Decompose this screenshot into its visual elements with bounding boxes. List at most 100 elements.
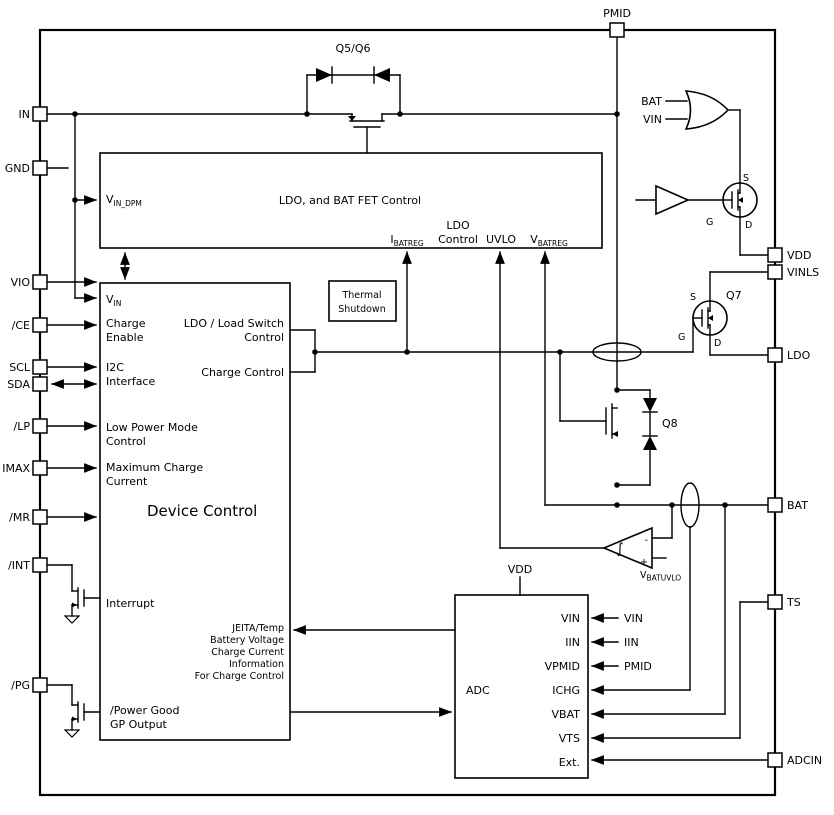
dc-interrupt-label: Interrupt: [106, 597, 155, 610]
q7-s-label: S: [690, 292, 696, 303]
adc-ext-iin: IIN: [624, 636, 639, 649]
labels: IN GND VIO /CE SCL SDA /LP IMAX /MR /INT…: [2, 7, 822, 769]
pin-pads: [32, 22, 783, 768]
junction-dot: [614, 482, 620, 488]
q5q6-label: Q5/Q6: [335, 42, 370, 55]
pin-imax: [32, 460, 48, 476]
adc-ext-pmid: PMID: [624, 660, 652, 673]
q7-g-label: G: [678, 332, 685, 343]
ldo-control-label-1: LDO: [446, 219, 470, 232]
junction-dot: [614, 111, 620, 117]
pin-sda: [32, 376, 48, 392]
pin-ldo: [767, 347, 783, 363]
junction-dot: [72, 111, 78, 117]
pin-mr: [32, 509, 48, 525]
adc-ch-iin: IIN: [565, 636, 580, 649]
thermal-label-1: Thermal: [341, 290, 381, 301]
m1-d-label: D: [745, 220, 752, 231]
q7-d-label: D: [714, 338, 721, 349]
q5q6-fet-arrow-icon: [348, 116, 356, 121]
pin-label-mr: /MR: [9, 511, 30, 524]
dc-adc-info-2: Battery Voltage: [210, 635, 284, 646]
m1-arrow-icon: [738, 197, 743, 203]
uvlo-label: UVLO: [486, 233, 516, 246]
pin-vio: [32, 274, 48, 290]
pin-label-scl: SCL: [9, 361, 31, 374]
thermal-label-2: Shutdown: [338, 304, 385, 315]
dc-charge-enable-2: Enable: [106, 331, 144, 344]
adc-ch-ext: Ext.: [559, 756, 580, 769]
pin-label-pg: /PG: [11, 679, 30, 692]
q8-diode2-icon: [643, 436, 657, 450]
pg-ground-icon: [63, 729, 81, 738]
ibatreg-label: IBATREG: [390, 233, 423, 248]
pin-pg: [32, 677, 48, 693]
junctions: [72, 111, 728, 508]
devices: [63, 66, 758, 738]
pin-label-pmid: PMID: [603, 7, 631, 20]
q7-arrow-icon: [708, 315, 713, 321]
q8-arrow-icon: [612, 431, 618, 437]
ldo-block-title: LDO, and BAT FET Control: [279, 194, 421, 207]
pin-bat: [767, 497, 783, 513]
dc-charge-enable-1: Charge: [106, 317, 146, 330]
dc-max-charge-2: Current: [106, 475, 148, 488]
adc-ch-vpmid: VPMID: [545, 660, 580, 673]
junction-dot: [404, 349, 410, 355]
pin-label-vdd: VDD: [787, 249, 811, 262]
pin-int: [32, 557, 48, 573]
dc-vin-label: VIN: [106, 293, 121, 308]
dc-adc-info-3: Charge Current: [211, 647, 284, 658]
pin-label-int: /INT: [8, 559, 30, 572]
comparator-plus-label: +: [640, 557, 648, 568]
dc-max-charge-1: Maximum Charge: [106, 461, 203, 474]
buffer-icon: [655, 184, 690, 216]
device-control-title: Device Control: [147, 502, 257, 520]
pin-label-in: IN: [19, 108, 30, 121]
dc-ldo-ls-1: LDO / Load Switch: [184, 317, 284, 330]
comparator-icon: [601, 526, 653, 570]
thermal-shutdown-block: [328, 280, 397, 322]
pin-label-vio: VIO: [11, 276, 31, 289]
junction-dot: [669, 502, 675, 508]
pin-pmid: [609, 22, 625, 38]
adc-ext-vin: VIN: [624, 612, 643, 625]
pin-label-adcin: ADCIN: [787, 754, 822, 767]
dc-power-good-1: /Power Good: [110, 704, 179, 717]
pin-vdd: [767, 247, 783, 263]
arrows: [46, 195, 769, 765]
input-sense-oval-icon: [592, 342, 642, 362]
junction-dot: [722, 502, 728, 508]
junction-dot: [304, 111, 310, 117]
vbatreg-label: VBATREG: [530, 233, 568, 248]
junction-dot: [614, 387, 620, 393]
pin-label-ldo: LDO: [787, 349, 811, 362]
pin-label-ts: TS: [786, 596, 801, 609]
dc-i2c-1: I2C: [106, 361, 124, 374]
junction-dot: [557, 349, 563, 355]
q6-diode-icon: [374, 68, 390, 82]
dc-i2c-2: Interface: [106, 375, 155, 388]
pin-lp: [32, 418, 48, 434]
comparator-minus-label: -: [645, 535, 648, 546]
dc-adc-info-5: For Charge Control: [195, 671, 284, 682]
pin-vinls: [767, 264, 783, 280]
junction-dot: [397, 111, 403, 117]
pin-label-lp: /LP: [14, 420, 31, 433]
pin-in: [32, 106, 48, 122]
adc-block: [454, 594, 589, 779]
or-input-vin: VIN: [643, 113, 662, 126]
m1-g-label: G: [706, 217, 713, 228]
q5-diode-icon: [316, 68, 332, 82]
or-gate-icon: [684, 90, 730, 130]
adc-title: ADC: [466, 684, 490, 697]
dc-charge-control: Charge Control: [201, 366, 284, 379]
dc-adc-info-1: JEITA/Temp: [231, 623, 284, 634]
pin-adcin: [767, 752, 783, 768]
pin-label-sda: SDA: [7, 378, 30, 391]
charge-sense-oval-icon: [680, 482, 700, 528]
adc-ch-vbat: VBAT: [552, 708, 581, 721]
adc-ch-vin: VIN: [561, 612, 580, 625]
